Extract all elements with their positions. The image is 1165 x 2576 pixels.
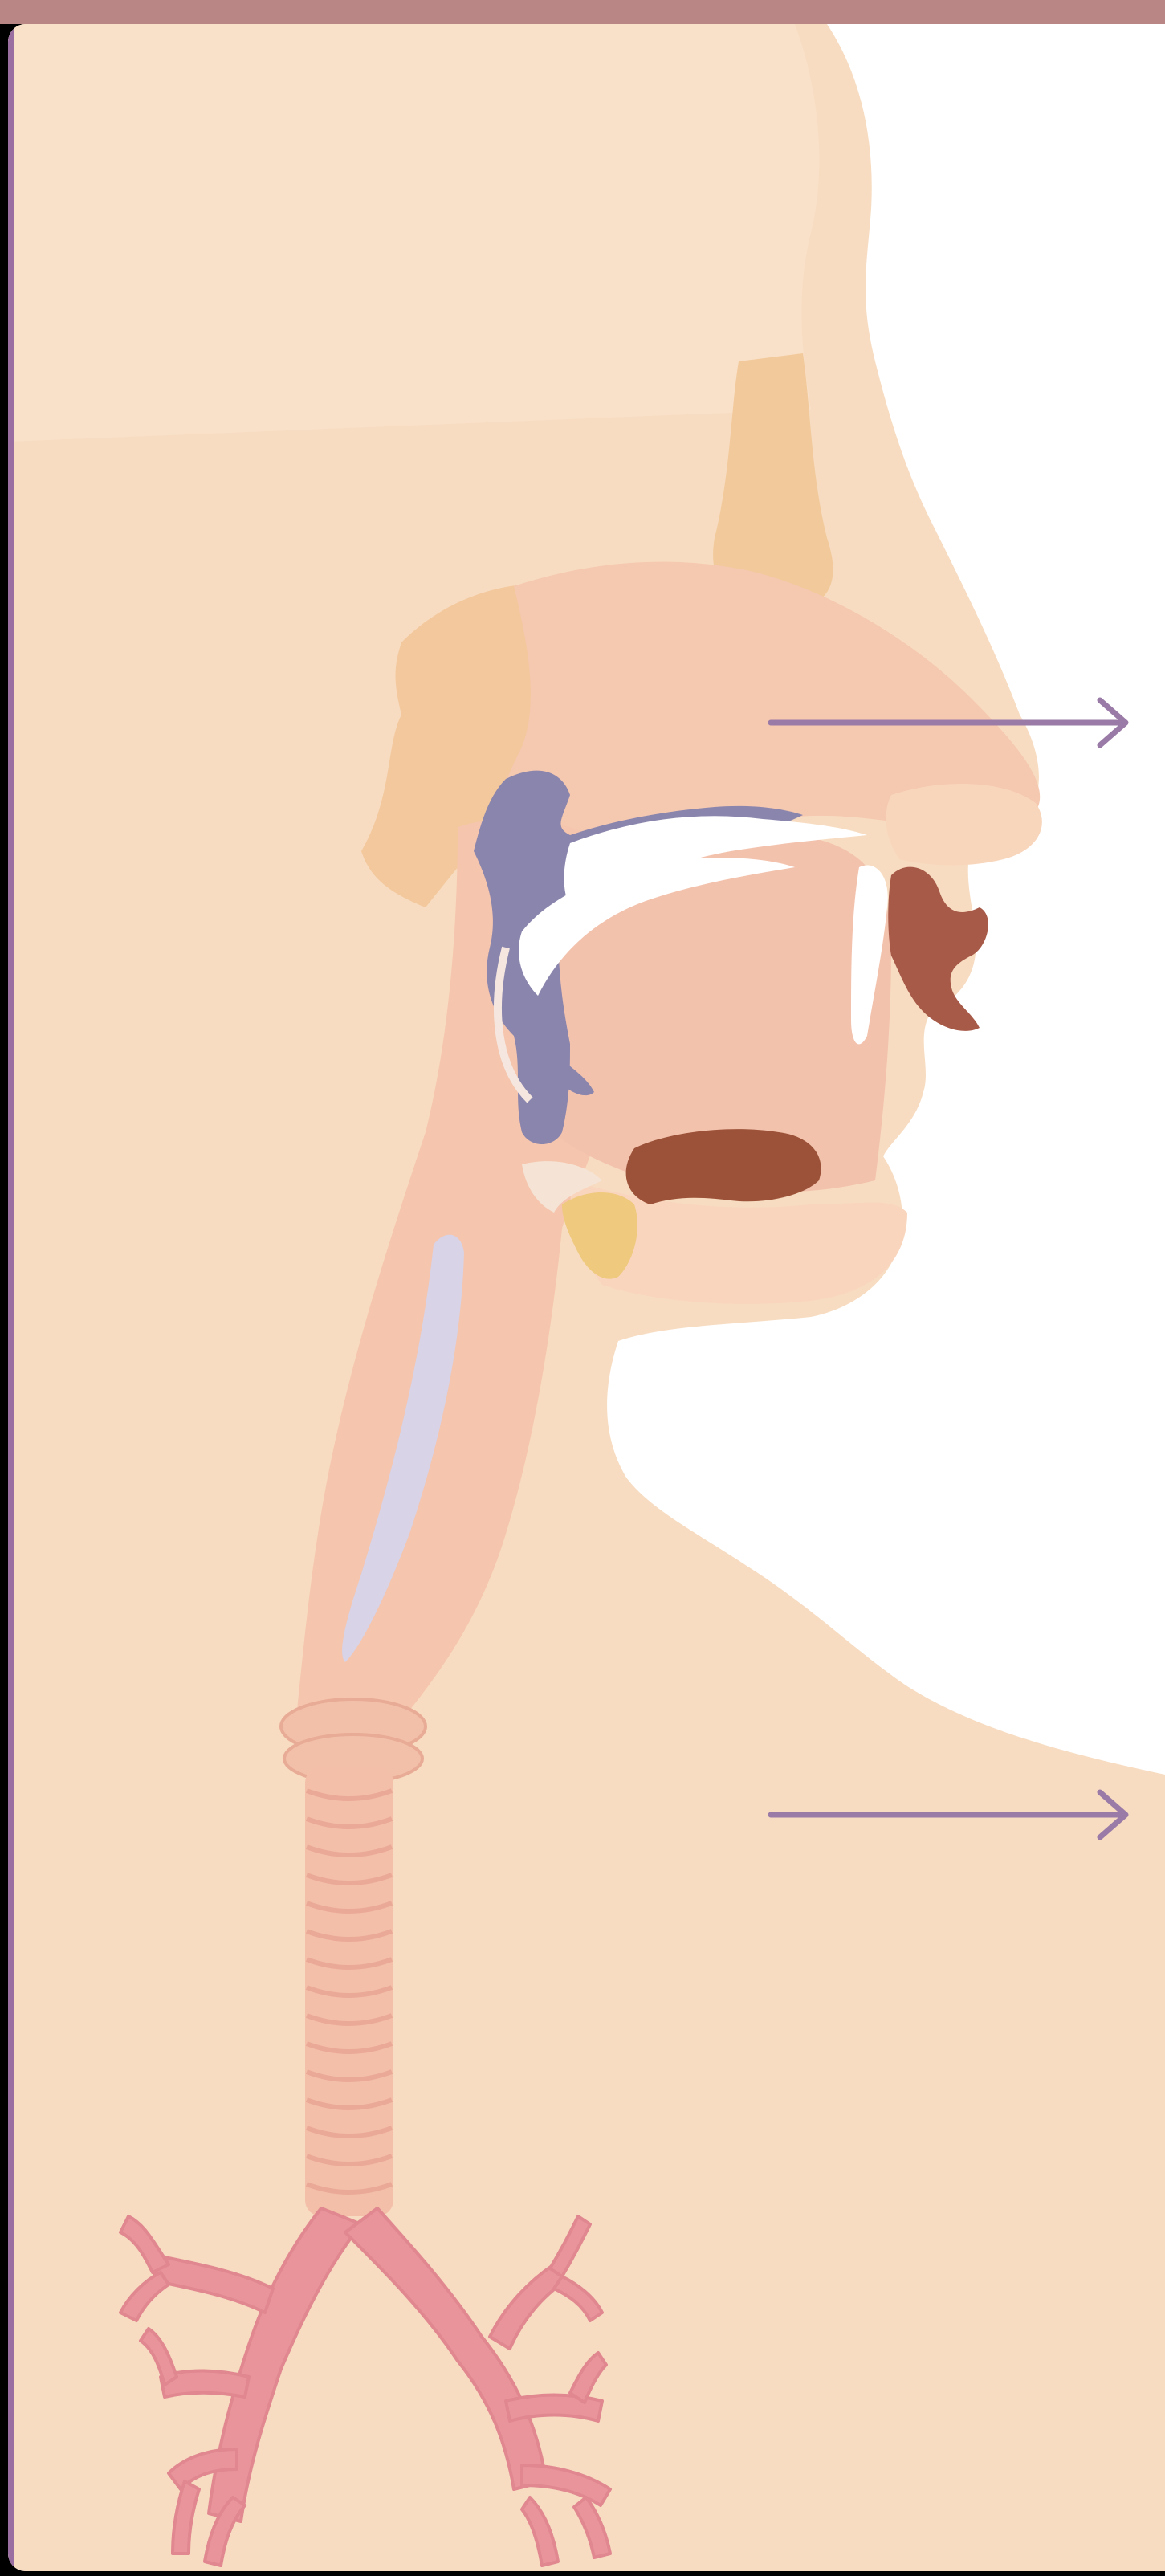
diagram-panel xyxy=(8,24,1165,2571)
nose-tip xyxy=(886,784,1041,865)
trachea xyxy=(305,1767,393,2216)
left-border xyxy=(8,24,14,2571)
top-bar xyxy=(0,0,1165,24)
head-shade xyxy=(8,24,819,442)
tongue xyxy=(626,1129,821,1204)
respiratory-diagram xyxy=(8,24,1165,2571)
